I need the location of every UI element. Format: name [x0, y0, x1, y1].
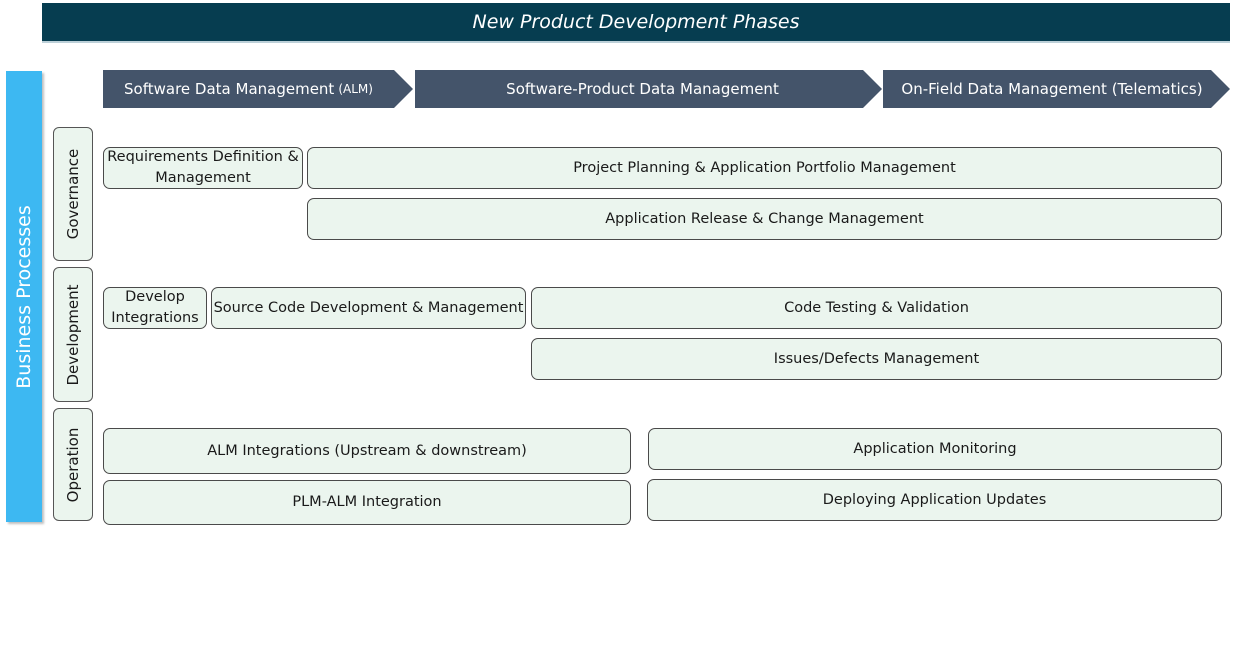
- category-governance: Governance: [53, 127, 93, 261]
- box-release: Application Release & Change Management: [307, 198, 1222, 240]
- box-plm-alm-text: PLM-ALM Integration: [292, 494, 442, 510]
- box-source-code: Source Code Development & Management: [211, 287, 526, 329]
- box-issues: Issues/Defects Management: [531, 338, 1222, 380]
- box-alm-integrations-text: ALM Integrations (Upstream & downstream): [207, 442, 527, 459]
- phase-telematics-text: On-Field Data Management (Telematics): [901, 80, 1203, 98]
- box-requirements: Requirements Definition & Management: [103, 147, 303, 189]
- phase-product-text: Software-Product Data Management: [506, 80, 779, 98]
- box-code-testing: Code Testing & Validation: [531, 287, 1222, 329]
- box-portfolio-text: Project Planning & Application Portfolio…: [573, 159, 956, 176]
- box-monitoring-text: Application Monitoring: [853, 440, 1017, 457]
- business-processes-bar: Business Processes: [6, 71, 42, 522]
- diagram-title-text: New Product Development Phases: [472, 11, 800, 33]
- phase-arrows-svg: [103, 70, 1230, 108]
- box-release-text: Application Release & Change Management: [605, 210, 924, 227]
- phase-telematics-label: On-Field Data Management (Telematics): [883, 70, 1221, 108]
- box-alm-integrations: ALM Integrations (Upstream & downstream): [103, 428, 631, 474]
- box-code-testing-text: Code Testing & Validation: [784, 299, 969, 316]
- box-deploying: Deploying Application Updates: [647, 479, 1222, 521]
- box-requirements-text: Requirements Definition & Management: [107, 149, 299, 186]
- business-processes-label: Business Processes: [13, 204, 35, 389]
- diagram-title: New Product Development Phases: [42, 3, 1230, 43]
- category-operation-label: Operation: [64, 427, 82, 502]
- phase-alm-label: Software Data Management(ALM): [103, 70, 394, 108]
- box-develop-integrations-text: Develop Integrations: [111, 289, 199, 326]
- phase-arrow-product: [415, 70, 882, 108]
- phase-arrow-alm: [103, 70, 413, 108]
- phase-alm-suffix: (ALM): [338, 82, 373, 96]
- category-governance-label: Governance: [64, 148, 82, 240]
- box-issues-text: Issues/Defects Management: [773, 350, 980, 367]
- category-development-label: Development: [64, 284, 82, 385]
- box-deploying-text: Deploying Application Updates: [822, 491, 1047, 508]
- phase-product-label: Software-Product Data Management: [415, 70, 870, 108]
- box-source-code-text: Source Code Development & Management: [213, 299, 524, 316]
- phase-alm-text: Software Data Management: [124, 80, 335, 98]
- category-development: Development: [53, 267, 93, 402]
- box-develop-integrations: Develop Integrations: [103, 287, 207, 329]
- phase-arrow-telematics: [883, 70, 1230, 108]
- box-portfolio: Project Planning & Application Portfolio…: [307, 147, 1222, 189]
- box-monitoring: Application Monitoring: [648, 428, 1222, 470]
- box-plm-alm: PLM-ALM Integration: [103, 480, 631, 525]
- category-operation: Operation: [53, 408, 93, 521]
